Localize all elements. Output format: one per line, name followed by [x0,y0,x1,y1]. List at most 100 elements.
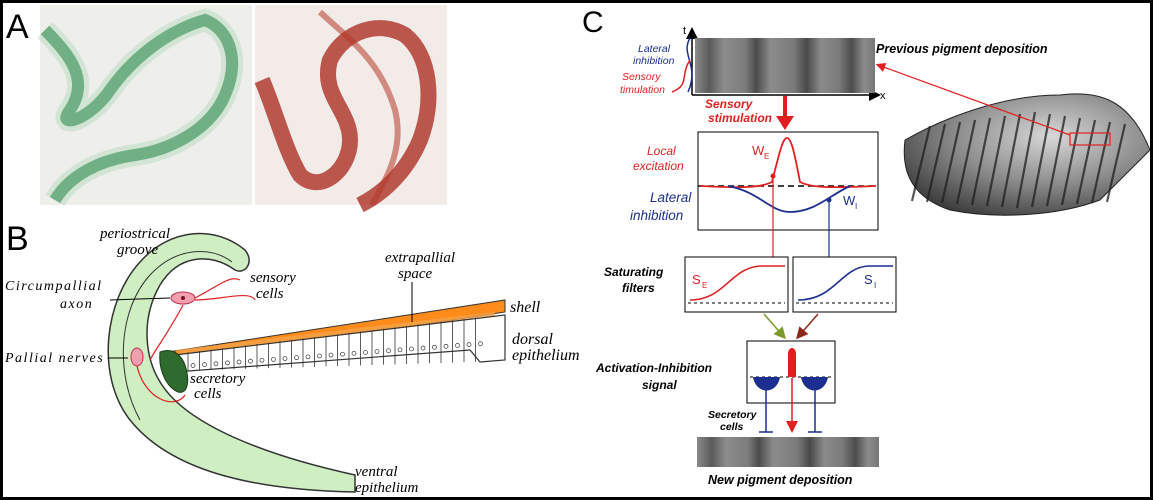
label-sensory-small: Sensory [622,71,661,83]
dorsal-cell-nucleus [328,352,334,358]
dorsal-cell-nucleus [386,348,391,354]
label-shell: shell [510,299,541,316]
label-dorsal-epithelium: epithelium [512,347,580,364]
sigmoid-i [797,265,893,301]
dorsal-cell-nucleus [317,353,322,359]
inhibition-cup-right [801,377,828,391]
label-excitation: excitation [633,159,684,173]
dorsal-cell-nucleus [271,357,276,362]
shell-stripe [940,121,962,204]
dorsal-cell-nucleus [374,349,380,354]
shell-stripe [1105,123,1127,203]
red-stain-fibers [317,9,401,207]
label-groove: groove [117,242,158,258]
label-se-sub: E [702,281,707,290]
wi-point [826,197,832,203]
shell-stripe [1000,113,1022,208]
label-stimulation: stimulation [708,111,772,125]
shell-stripe [1090,121,1112,204]
filter-e-arrow [763,313,786,340]
shell-stripe [910,125,932,202]
green-stain-halo [37,8,244,207]
label-ventral-epithelium: epithelium [355,480,418,496]
shell-stripe [1030,113,1052,208]
label-si-sub: I [874,281,876,290]
shell-stripe [1075,119,1097,205]
pallial-axon [136,365,186,403]
label-new-deposition: New pigment deposition [708,473,853,487]
label-lateral: Lateral [650,190,692,205]
label-wi-sub: I [855,202,857,211]
label-signal: signal [642,378,677,392]
label-wi: W [843,193,856,208]
label-cells-c: cells [720,421,744,433]
dorsal-cell-nucleus [202,362,207,367]
label-axon: axon [60,297,93,312]
inhibition-cup-left [753,377,780,391]
circumpallial-leader [109,297,171,301]
dorsal-cell-nucleus [213,361,219,367]
kernel-box [697,131,879,231]
dorsal-cell-nucleus [305,354,311,360]
excitation-kernel [699,137,877,189]
dorsal-cell-nucleus [259,357,265,363]
label-filters: filters [622,281,655,295]
label-we: W [752,143,765,158]
panel-a-letter: A [6,8,29,46]
new-deposition-image [697,437,879,467]
label-sensory-stim: Sensory [705,97,754,111]
shell-stripe [925,123,947,203]
shell-stripe [985,115,1007,207]
shell-stripe [970,117,992,206]
secretory-cells-shape [159,350,189,393]
dorsal-cell-nucleus [409,346,414,352]
dorsal-cell-dividers [187,317,483,371]
dorsal-cell-nucleus [432,344,437,350]
dorsal-cell-nucleus [420,345,426,351]
dorsal-cell-nucleus [225,360,230,366]
dorsal-cell-nucleus [397,347,403,353]
neuron-nucleus [181,296,185,300]
inner-band-line [122,250,233,421]
label-si: S [864,272,873,287]
label-activation: Activation-Inhibition [595,361,712,375]
dorsal-cell-nucleus [294,355,299,361]
panel-c-letter: C [582,6,604,39]
label-pallial-nerves: Pallial nerves [4,351,104,366]
activation-peak [788,348,796,377]
label-secretory: secretory [190,371,246,387]
neural-axons [149,278,256,361]
dorsal-cell-nucleus [455,343,460,348]
dorsal-cell-nucleus [443,343,449,349]
sensory-arrow-head [776,116,794,130]
dorsal-cell-nucleus [478,341,483,347]
label-circumpallial: Circumpallial [5,279,103,294]
red-stained-epithelium [254,20,437,213]
dorsal-cell-nucleus [236,359,242,365]
shell-highlight-box [1069,132,1111,146]
label-lateral-small: Lateral [638,43,671,55]
label-dorsal: dorsal [512,331,553,348]
dorsal-cell-nucleus [351,350,357,356]
ventral-mantle-fold [107,232,356,493]
label-local: Local [647,144,676,158]
pallial-neuron [130,347,144,367]
panel-a: A [6,5,447,213]
label-saturating: Saturating [604,265,664,279]
dorsal-cell-nucleus [340,351,345,357]
label-timulation-small: timulation [620,84,665,96]
previous-deposition-image [695,38,875,93]
dorsal-cell-nucleus [466,342,472,347]
label-we-sub: E [764,152,769,161]
shell-to-deposition-arrow [875,62,1071,136]
dorsal-cell-nucleus [190,363,196,368]
shell-stripe [1015,111,1037,209]
label-inhibition-small: inhibition [633,55,675,67]
outer-segment-marks-left [107,261,141,421]
label-previous-deposition: Previous pigment deposition [876,42,1048,56]
shell-stripe [1045,115,1067,207]
sigmoid-e [689,265,785,301]
label-extrapallial: extrapallial [385,250,455,266]
